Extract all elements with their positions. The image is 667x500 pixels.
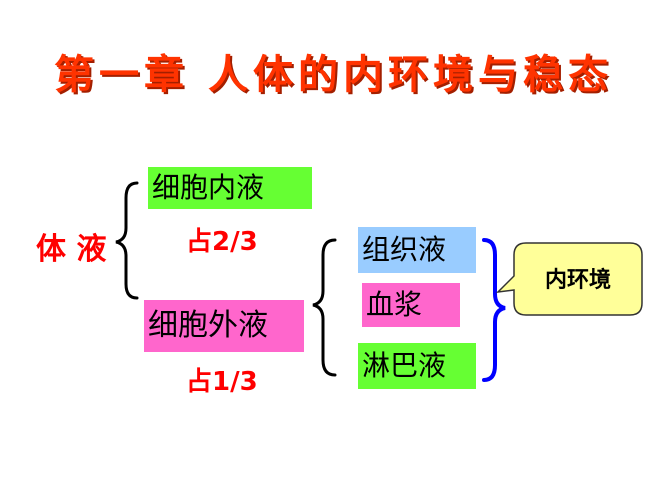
page-title: 第一章 人体的内环境与稳态 — [54, 52, 613, 98]
body-fluid-brace — [115, 181, 139, 300]
plasma-box: 血浆 — [362, 283, 460, 327]
internal-environment-brace — [482, 238, 506, 382]
extracellular-fluid-box: 细胞外液 — [144, 300, 304, 352]
extracellular-fraction: 占1/3 — [186, 367, 258, 397]
intracellular-fraction: 占2/3 — [186, 227, 258, 257]
internal-environment-callout — [495, 242, 643, 316]
internal-environment-label: 内环境 — [545, 267, 611, 293]
tissue-fluid-box: 组织液 — [358, 227, 476, 273]
lymph-box: 淋巴液 — [358, 343, 476, 389]
body-fluid-label: 体 液 — [36, 232, 107, 267]
intracellular-fluid-box: 细胞内液 — [148, 167, 312, 209]
extracellular-brace — [312, 238, 337, 377]
